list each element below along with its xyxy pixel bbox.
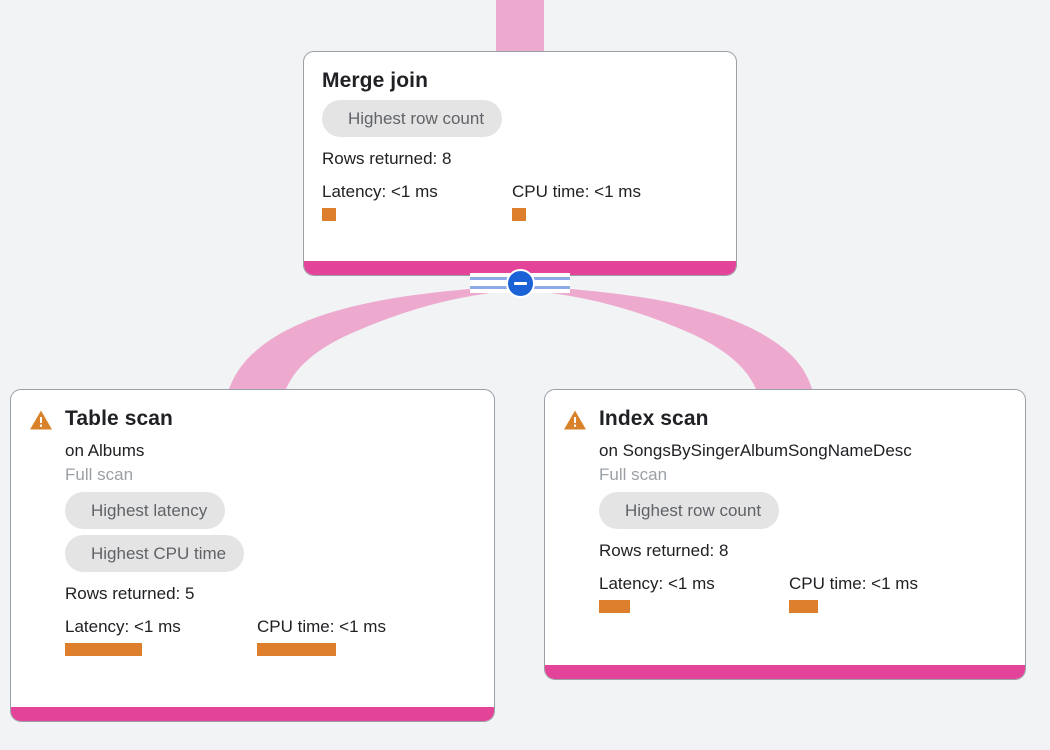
node-subtitle: on Albums — [65, 441, 145, 460]
warning-slot-table-scan — [29, 406, 65, 431]
metric-cpu-time-bar — [512, 208, 526, 221]
rows-returned-label: Rows returned: 5 — [65, 584, 195, 603]
metric-latency: Latency: <1 ms — [599, 573, 789, 613]
metric-latency: Latency: <1 ms — [322, 181, 512, 221]
minus-circle-icon[interactable] — [505, 268, 535, 298]
metric-latency-label: Latency: <1 ms — [599, 574, 715, 593]
rows-returned-label: Rows returned: 8 — [599, 541, 729, 560]
node-scan-type: Full scan — [65, 465, 134, 484]
node-title: Index scan — [599, 407, 709, 430]
chip-list-table-scan: Highest latency Highest CPU time — [65, 492, 476, 578]
node-title: Table scan — [65, 407, 173, 430]
chip-highest-cpu-time: Highest CPU time — [65, 535, 245, 572]
metric-latency: Latency: <1 ms — [65, 616, 257, 656]
node-accent-bar-merge-join — [304, 261, 736, 275]
metric-cpu-time: CPU time: <1 ms — [789, 573, 918, 613]
warning-triangle-icon — [564, 410, 586, 430]
metrics-row-merge-join: Latency: <1 ms CPU time: <1 ms — [322, 181, 718, 221]
metric-cpu-time-label: CPU time: <1 ms — [257, 617, 386, 636]
metric-cpu-time-label: CPU time: <1 ms — [789, 574, 918, 593]
metric-latency-bar — [65, 643, 142, 656]
chip-list-index-scan: Highest row count — [599, 492, 1007, 535]
node-card-merge-join[interactable]: Merge join Highest row count Rows return… — [303, 51, 737, 276]
metric-latency-bar — [322, 208, 336, 221]
warning-triangle-icon — [30, 410, 52, 430]
node-accent-bar-table-scan — [11, 707, 494, 721]
edge-merge-join-to-table-scan — [229, 286, 513, 389]
node-scan-type: Full scan — [599, 465, 668, 484]
node-title: Merge join — [322, 69, 429, 92]
node-header-index-scan: Index scan on SongsBySingerAlbumSongName… — [563, 406, 1007, 613]
node-header-text-index-scan: Index scan on SongsBySingerAlbumSongName… — [599, 406, 1007, 613]
chip-highest-row-count: Highest row count — [322, 100, 503, 137]
metric-cpu-time: CPU time: <1 ms — [257, 616, 386, 656]
rows-returned-label: Rows returned: 8 — [322, 149, 452, 168]
metric-cpu-time: CPU time: <1 ms — [512, 181, 641, 221]
metric-latency-label: Latency: <1 ms — [322, 182, 438, 201]
metrics-row-index-scan: Latency: <1 ms CPU time: <1 ms — [599, 573, 1007, 613]
node-accent-bar-index-scan — [545, 665, 1025, 679]
node-body-merge-join: Merge join Highest row count Rows return… — [304, 52, 736, 229]
edge-parent-to-merge-join — [496, 0, 544, 53]
node-body-index-scan: Index scan on SongsBySingerAlbumSongName… — [545, 390, 1025, 621]
metric-cpu-time-bar — [789, 600, 818, 613]
node-card-index-scan[interactable]: Index scan on SongsBySingerAlbumSongName… — [544, 389, 1026, 680]
node-header-merge-join: Merge join — [322, 68, 718, 94]
chip-list-merge-join: Highest row count — [322, 100, 718, 143]
node-card-table-scan[interactable]: Table scan on Albums Full scan Highest l… — [10, 389, 495, 722]
metric-latency-label: Latency: <1 ms — [65, 617, 181, 636]
node-header-table-scan: Table scan on Albums Full scan Highest l… — [29, 406, 476, 656]
metrics-row-table-scan: Latency: <1 ms CPU time: <1 ms — [65, 616, 476, 656]
node-body-table-scan: Table scan on Albums Full scan Highest l… — [11, 390, 494, 664]
node-header-text-merge-join: Merge join — [322, 68, 718, 94]
edge-merge-join-to-index-scan — [527, 286, 812, 389]
collapse-toggle-button[interactable] — [470, 268, 570, 298]
metric-cpu-time-label: CPU time: <1 ms — [512, 182, 641, 201]
chip-highest-row-count: Highest row count — [599, 492, 780, 529]
metric-cpu-time-bar — [257, 643, 336, 656]
chip-highest-latency: Highest latency — [65, 492, 226, 529]
node-subtitle: on SongsBySingerAlbumSongNameDesc — [599, 441, 912, 460]
minus-glyph — [513, 281, 527, 285]
metric-latency-bar — [599, 600, 630, 613]
warning-slot-index-scan — [563, 406, 599, 431]
node-header-text-table-scan: Table scan on Albums Full scan Highest l… — [65, 406, 476, 656]
